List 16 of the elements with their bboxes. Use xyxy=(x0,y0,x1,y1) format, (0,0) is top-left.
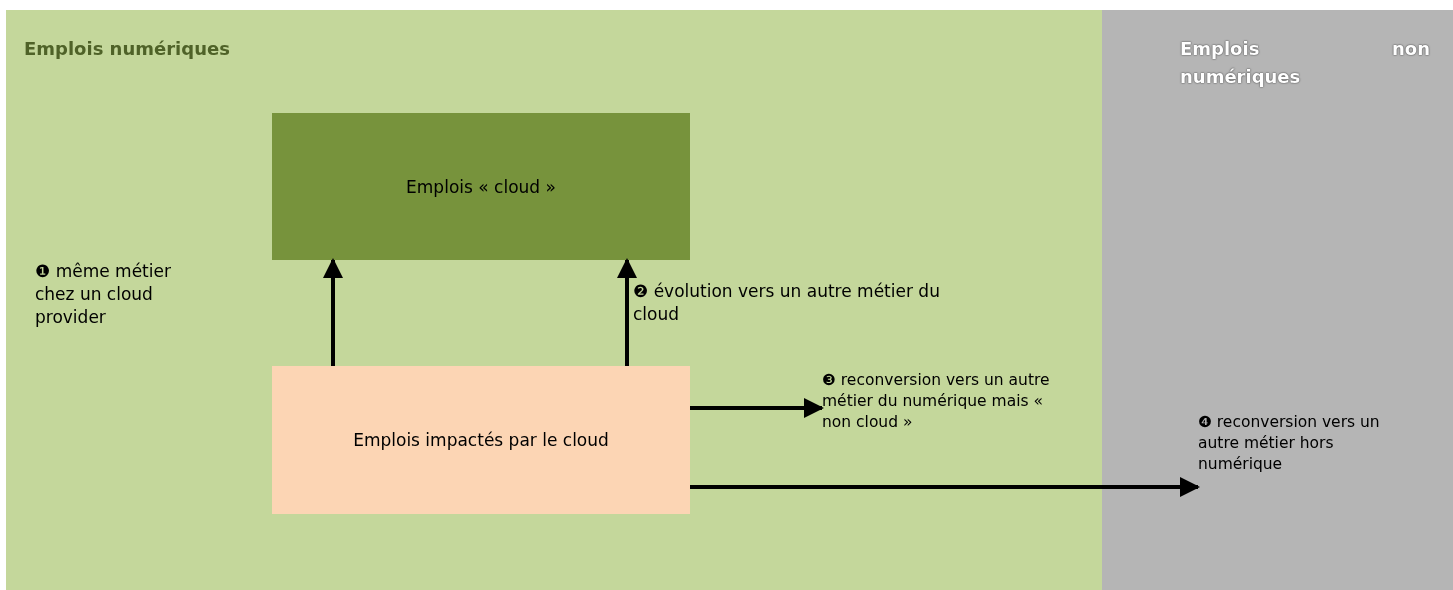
arrow xyxy=(323,258,343,366)
region-panel xyxy=(6,10,1102,590)
annotation-text: ❸ reconversion vers un autre métier du numérique mais « non cloud » xyxy=(822,370,1067,433)
region-heading: Emplois non numériques xyxy=(1180,37,1430,89)
box-label: Emplois impactés par le cloud xyxy=(353,430,609,450)
process-box xyxy=(272,113,690,260)
arrow xyxy=(690,477,1200,497)
annotation-text: ❷ évolution vers un autre métier du cloud xyxy=(633,280,941,326)
arrow xyxy=(617,258,637,366)
annotation-text: ❹ reconversion vers un autre métier hors numérique xyxy=(1198,412,1393,475)
process-box xyxy=(272,366,690,514)
region-panel xyxy=(1102,10,1453,590)
arrow xyxy=(690,398,824,418)
annotation-text: ❶ même métier chez un cloud provider xyxy=(35,260,172,329)
region-heading: Emplois numériques xyxy=(24,37,231,61)
box-label: Emplois « cloud » xyxy=(406,176,556,197)
